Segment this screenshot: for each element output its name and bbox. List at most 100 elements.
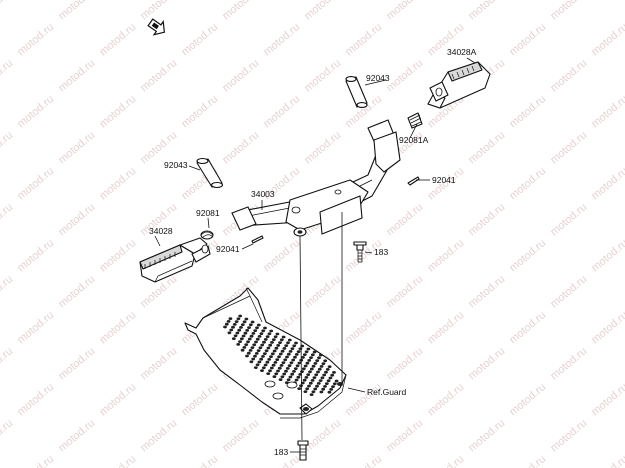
guard-hole — [253, 354, 257, 358]
guard-hole — [311, 364, 316, 368]
guard-hole — [287, 364, 292, 367]
guard-hole — [286, 352, 291, 356]
guard-hole — [263, 326, 267, 330]
watermark-text: motod.ru — [56, 417, 97, 454]
label-34003: 34003 — [251, 189, 275, 199]
guard-hole — [262, 340, 266, 344]
guard-hole — [275, 358, 280, 361]
guard-opening — [272, 392, 284, 400]
guard-hole — [260, 343, 265, 347]
guard-hole — [322, 373, 327, 377]
guard-hole — [273, 335, 278, 339]
mid-bolt — [353, 241, 367, 263]
guard-hole — [251, 357, 256, 361]
watermark-text: motod.ru — [261, 21, 302, 58]
guard-hole — [326, 379, 331, 383]
guard-hole — [242, 346, 247, 349]
watermark-text: motod.ru — [302, 417, 343, 454]
guard-hole — [292, 370, 296, 373]
watermark-text: motod.ru — [507, 453, 548, 468]
guard-hole — [309, 393, 314, 396]
guard-hole — [239, 337, 244, 341]
guard-hole — [284, 344, 289, 347]
guard-hole — [311, 390, 316, 394]
part-labels: 34028A 92043 92081A 92041 92043 34003 92… — [149, 47, 477, 457]
watermark-text: motod.ru — [138, 57, 179, 94]
guard-hole — [288, 375, 293, 379]
guard-hole — [286, 378, 291, 382]
watermark-text: motod.ru — [466, 129, 507, 166]
watermark-text: motod.ru — [466, 345, 507, 382]
guard-hole — [302, 353, 307, 356]
guard-hole — [301, 367, 306, 371]
guard-hole — [301, 356, 305, 359]
guard-hole — [307, 359, 312, 362]
guard-hole — [249, 360, 254, 364]
guard-hole — [321, 387, 326, 391]
watermark-text: motod.ru — [548, 0, 589, 22]
guard-hole — [294, 378, 299, 382]
watermark-text: motod.ru — [15, 237, 56, 274]
guard-hole — [305, 387, 310, 391]
guard-hole — [244, 343, 249, 346]
watermark-text: motod.ru — [384, 0, 425, 22]
guard-hole — [279, 364, 284, 367]
watermark-text: motod.ru — [343, 453, 384, 468]
guard-hole — [238, 340, 242, 343]
guard-hole — [275, 332, 280, 336]
guard-hole — [314, 373, 319, 377]
watermark-text: motod.ru — [589, 453, 625, 468]
guard-hole — [293, 367, 298, 370]
watermark-text: motod.ru — [343, 309, 384, 346]
left-pin — [251, 235, 264, 244]
guard-hole — [266, 346, 271, 350]
guard-hole — [242, 320, 247, 324]
label-183-bottom: 183 — [274, 447, 288, 457]
guard-hole — [331, 385, 335, 388]
guard-hole — [319, 365, 324, 368]
watermark-text: motod.ru — [220, 129, 261, 166]
guard-hole — [250, 346, 255, 349]
guard-hole — [269, 355, 273, 358]
guard-hole — [231, 337, 236, 340]
guard-hole — [297, 361, 302, 365]
guard-hole — [330, 373, 335, 377]
watermark-text: motod.ru — [15, 165, 56, 202]
watermark-text: motod.ru — [15, 309, 56, 346]
guard-hole — [274, 372, 279, 376]
label-92043-top: 92043 — [366, 73, 390, 83]
guard-hole — [315, 359, 320, 362]
guard-hole — [246, 340, 250, 344]
leader-lines — [154, 57, 476, 453]
guard-hole — [285, 355, 289, 359]
watermark-text: motod.ru — [97, 453, 138, 468]
guard-hole — [251, 332, 256, 335]
guard-hole — [289, 361, 294, 365]
guard-hole — [327, 365, 332, 368]
right-footpeg — [427, 61, 491, 109]
guard-hole — [253, 366, 258, 369]
guard-opening — [264, 380, 276, 388]
watermark-text: motod.ru — [466, 417, 507, 454]
watermark-text: motod.ru — [548, 273, 589, 310]
watermark-text: motod.ru — [302, 57, 343, 94]
watermark-text: motod.ru — [0, 57, 15, 94]
watermark-text: motod.ru — [384, 345, 425, 382]
watermark-text: motod.ru — [466, 0, 507, 22]
guard-hole — [240, 348, 245, 352]
guard-hole — [266, 372, 271, 375]
watermark-text: motod.ru — [179, 93, 220, 130]
watermark-text: motod.ru — [97, 165, 138, 202]
guard-hole — [303, 390, 308, 393]
watermark-text: motod.ru — [507, 309, 548, 346]
guard-hole — [227, 331, 232, 335]
guard-hole — [290, 372, 295, 376]
watermark-text: motod.ru — [179, 21, 220, 58]
guard-hole — [317, 367, 322, 371]
guard-hole — [308, 381, 313, 385]
watermark-text: motod.ru — [548, 57, 589, 94]
guard-hole — [271, 338, 276, 341]
guard-hole — [276, 344, 281, 347]
